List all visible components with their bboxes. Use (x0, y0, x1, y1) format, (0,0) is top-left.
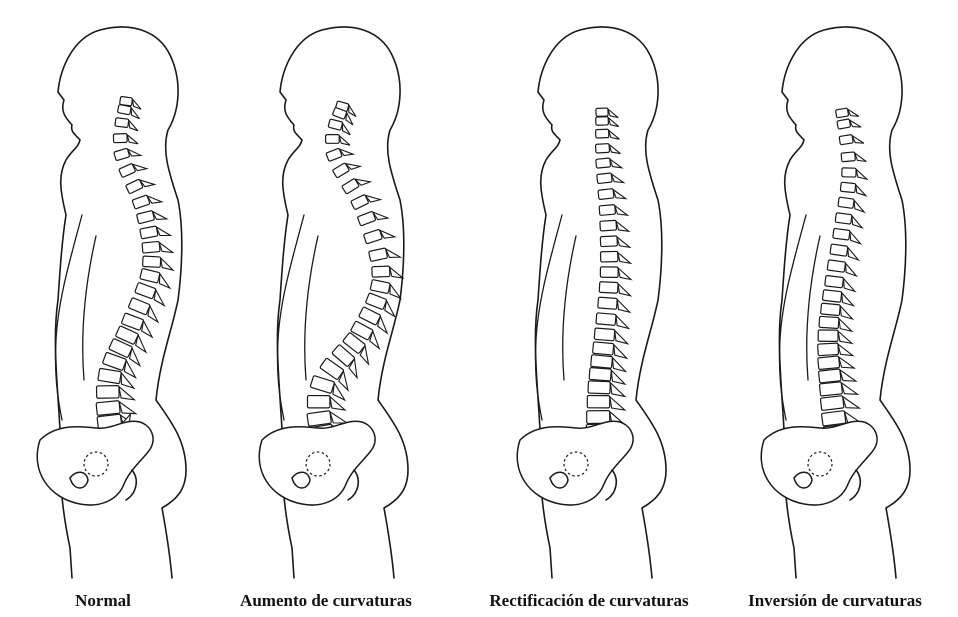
arm-outline (779, 215, 806, 420)
arm-inner-outline (305, 236, 318, 380)
vertebra (132, 191, 162, 211)
vertebra (596, 313, 630, 329)
arm-outline (277, 215, 304, 420)
vertebra (142, 256, 173, 270)
vertebra (598, 187, 626, 201)
vertebra (827, 260, 858, 276)
panel-inversion-curvaturas (761, 27, 910, 578)
vertebra (357, 207, 388, 228)
vertebra (363, 225, 394, 245)
vertebra (351, 189, 381, 212)
vertebra (596, 157, 622, 170)
vertebra (840, 182, 867, 196)
arm-outline (55, 215, 82, 420)
vertebra (837, 117, 861, 131)
pelvis (517, 421, 633, 505)
panel-aumento-curvaturas (259, 27, 408, 578)
vertebra (332, 157, 360, 180)
vertebra (326, 135, 350, 146)
vertebra (136, 208, 166, 226)
vertebra (600, 251, 630, 264)
vertebra (832, 228, 862, 243)
vertebra (119, 159, 147, 180)
caption-normal: Normal (75, 591, 131, 610)
vertebra (115, 118, 140, 131)
vertebra (126, 174, 155, 196)
vertebra (369, 245, 401, 263)
vertebra (835, 213, 864, 228)
vertebra (142, 240, 173, 255)
vertebra (819, 316, 853, 331)
caption-inversion-curvaturas: Inversión de curvaturas (748, 591, 922, 610)
spine (818, 106, 867, 464)
vertebra (820, 394, 859, 413)
vertebra (114, 145, 141, 162)
arm-inner-outline (83, 236, 96, 380)
vertebra (600, 235, 630, 248)
caption-aumento-curvaturas: Aumento de curvaturas (240, 591, 412, 610)
vertebra (824, 275, 856, 291)
vertebra (372, 266, 403, 280)
vertebra (830, 244, 860, 260)
vertebra (599, 204, 627, 218)
spine (96, 96, 174, 454)
panel-normal (37, 27, 186, 578)
vertebra (587, 396, 625, 411)
caption-rectificacion-curvaturas: Rectificación de curvaturas (489, 591, 689, 610)
vertebra (600, 267, 631, 280)
vertebra (841, 151, 866, 164)
vertebra (140, 224, 171, 241)
panel-rectificacion-curvaturas (517, 27, 666, 578)
vertebra (600, 220, 629, 234)
vertebra (596, 116, 619, 127)
vertebra (838, 197, 866, 212)
vertebra (596, 129, 620, 140)
vertebra (326, 144, 353, 163)
vertebra (599, 282, 631, 296)
pelvis (37, 421, 153, 505)
vertebra (595, 143, 620, 155)
vertebra (113, 133, 138, 144)
vertebra (597, 172, 624, 186)
vertebra (819, 380, 857, 398)
vertebra (818, 330, 852, 343)
pelvis (259, 421, 375, 505)
spine (586, 108, 631, 464)
arm-inner-outline (563, 236, 576, 380)
vertebra (594, 328, 629, 344)
vertebra (818, 342, 853, 357)
vertebra (842, 168, 867, 179)
vertebra (97, 385, 135, 400)
vertebra (839, 133, 864, 147)
vertebra (342, 172, 371, 196)
pelvis (761, 421, 877, 505)
vertebra (836, 106, 859, 119)
arm-outline (535, 215, 562, 420)
vertebra (598, 297, 631, 312)
